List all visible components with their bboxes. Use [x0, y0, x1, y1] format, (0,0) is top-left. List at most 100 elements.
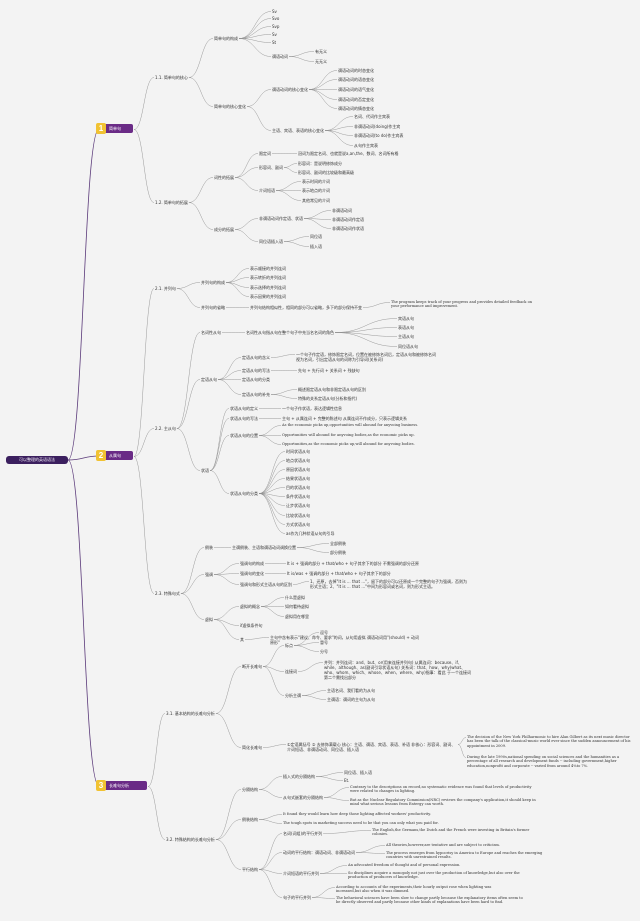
mind-map-node-zc4i[interactable]: 方式状语从句	[286, 521, 310, 527]
mind-map-node-zy2[interactable]: 非谓语动词(doing)作主宾	[354, 123, 401, 129]
mind-map-node-cf2b[interactable]: 插入语	[310, 243, 322, 249]
mind-map-node-cf1b[interactable]: 非谓语动词作定语	[332, 216, 364, 222]
mind-map-node-jb1c[interactable]: 分析主谓	[285, 692, 301, 698]
mind-map-node-zc3c[interactable]: Opportunities,as the economic picks up,w…	[282, 441, 415, 446]
mind-map-node-dy[interactable]: 词性的拓展	[214, 174, 234, 180]
mind-map-node-wyb[interactable]: 谓语动词的核心变化	[272, 86, 308, 92]
mind-map-node-zc4e[interactable]: 目的状语从句	[286, 484, 310, 490]
l1-node-long[interactable]: 3 长难句分析	[96, 780, 147, 791]
mind-map-node-mc1[interactable]: 宾语从句	[398, 315, 414, 321]
mind-map-node-dc1[interactable]: 定语从句的含义	[242, 354, 270, 360]
mind-map-node-tsc3[interactable]: 其	[240, 636, 244, 642]
mind-map-node-fg[interactable]: 分隔结构	[242, 786, 258, 792]
mind-map-node-fg1b[interactable]: Et.	[344, 777, 350, 783]
mind-map-node-bl1c[interactable]: 表示选择的并列连词	[250, 284, 286, 290]
mind-map-node-dc2d[interactable]: 先句 + 先行词 + 关系词 + 残缺句	[298, 367, 360, 373]
mind-map-node-s1-1a[interactable]: 简单句的构成	[214, 35, 238, 41]
mind-map-node-st[interactable]: St	[272, 39, 277, 45]
mind-map-node-s2-1[interactable]: 2.1. 并列句	[155, 285, 176, 291]
mind-map-node-fg1a[interactable]: 同位语、插入语	[344, 769, 372, 775]
mind-map-node-pl3a[interactable]: An advocated freedom of thought and of p…	[348, 862, 461, 867]
mind-map-node-pl4[interactable]: 句子的平行并列	[283, 894, 311, 900]
mind-map-node-s2-2[interactable]: 2.2. 主从句	[155, 425, 176, 431]
mind-map-node-zc4[interactable]: 状语从句的分类	[230, 490, 258, 496]
mind-map-node-s1-1[interactable]: 1.1. 简单句的核心	[155, 74, 188, 80]
mind-map-node-b5[interactable]: 谓语动词的情态变化	[338, 105, 374, 111]
mind-map-node-cf[interactable]: 成分的拓展	[214, 226, 234, 232]
mind-map-node-s2-3[interactable]: 2.3. 特殊句式	[155, 590, 180, 596]
mind-map-node-wxs[interactable]: 无无义	[315, 58, 327, 64]
mind-map-node-svp[interactable]: Svp	[272, 23, 280, 29]
mind-map-node-mc2[interactable]: 表语从句	[398, 324, 414, 330]
mind-map-node-pl2a[interactable]: All theories,however,are tentative and a…	[386, 842, 500, 847]
mind-map-node-jb2e[interactable]: The decision of the New York Philharmoni…	[467, 734, 631, 748]
mind-map-node-tsb3[interactable]: 强调句和形式主语从句的区别	[240, 581, 292, 587]
mind-map-node-zy3[interactable]: 非谓语动词(to do)作主宾表	[354, 132, 404, 138]
mind-map-node-zc[interactable]: 状语	[201, 467, 209, 473]
mind-map-node-jb2f[interactable]: During the late 1990s,national spending …	[467, 754, 620, 768]
mind-map-node-tsa1b[interactable]: 部分倒装	[330, 549, 346, 555]
mind-map-node-dy2b[interactable]: 形容词、副词的比较级和最高级	[298, 169, 354, 175]
mind-map-node-zc1d[interactable]: 一个句子作状语，表达逻辑性信息	[282, 405, 342, 411]
mind-map-node-zc3a[interactable]: As the economic picks up,opportunities w…	[282, 422, 419, 427]
mind-map-node-s3-2[interactable]: 3.2. 特殊结构的长难句分析	[166, 836, 215, 842]
mind-map-node-zc4d[interactable]: 结果状语从句	[286, 475, 310, 481]
mind-map-node-b4[interactable]: 谓语动词的否定变化	[338, 96, 374, 102]
mind-map-node-pl[interactable]: 平行结构	[242, 866, 258, 872]
mind-map-node-zy4[interactable]: 从句作主宾表	[354, 142, 378, 148]
mind-map-node-zc4c[interactable]: 原因状语从句	[286, 466, 310, 472]
mind-map-node-jb1b[interactable]: 连接词	[285, 668, 297, 674]
mind-map-node-tsb3d[interactable]: 1、还原，去掉"It is ... that ..."，留下的部分可以还原成一个…	[310, 578, 468, 589]
mind-map-node-tsa[interactable]: 倒装	[205, 544, 213, 550]
mind-map-node-dy2[interactable]: 形容词、副词	[259, 164, 283, 170]
mind-map-node-zc4j[interactable]: as作为几种状语从句的引导	[286, 530, 335, 536]
mind-map-node-fg2[interactable]: 从句式嵌套的分隔结构	[283, 794, 323, 800]
mind-map-node-zc2d[interactable]: 主句 + 从属连词 + 完整的陈述句 从属连词不作成分，只表示逻辑关系	[282, 415, 408, 421]
mind-map-node-mcd[interactable]: 名词性从句指从句在整个句子中充当名名词的角色	[246, 329, 334, 335]
mind-map-node-cf1c[interactable]: 非谓语动词作状语	[332, 225, 364, 231]
mind-map-node-jb1bd[interactable]: 并列：并列连词：and、but、or(用来连接并列句) 从属连词：because…	[324, 659, 471, 680]
mind-map-node-bl1a[interactable]: 表示顺接的并列连词	[250, 265, 286, 271]
mind-map-node-sv2[interactable]: Sv	[272, 31, 277, 37]
mind-map-node-jb2[interactable]: 简化长难句	[242, 744, 262, 750]
mind-map-node-bl2d[interactable]: 并列句结构相似性，相同的部分可以省略，多下的部分保持不变	[250, 304, 362, 310]
mind-map-node-b2[interactable]: 谓语动词的语态变化	[338, 76, 374, 82]
mind-map-node-zc4b[interactable]: 地点状语从句	[286, 457, 310, 463]
mind-map-node-zc4f[interactable]: 条件状语从句	[286, 493, 310, 499]
mind-map-node-dz[interactable]: 倒装结构	[242, 816, 258, 822]
mind-map-node-pl4b[interactable]: The behavioral sciences have been slow t…	[336, 895, 523, 905]
mind-map-node-jb1c2[interactable]: 主谓语：谓词的主句为从句	[327, 696, 375, 702]
mind-map-node-mc[interactable]: 名词性从句	[201, 329, 221, 335]
mind-map-node-fg1[interactable]: 插入式的分隔结构	[283, 773, 315, 779]
mind-map-node-bl2[interactable]: 并列句的省略	[201, 304, 225, 310]
mind-map-node-dc1d[interactable]: 一个句子作定语，修饰限定名词，位置在被修饰名词后，定语从句和被修饰名词视为名词，…	[296, 351, 436, 362]
mind-map-node-pl2b[interactable]: The process emerges from hypocrisy in Am…	[386, 850, 543, 860]
mind-map-node-zc2[interactable]: 状语从句的写法	[230, 415, 258, 421]
mind-map-node-jb1a1[interactable]: 逗号	[320, 629, 328, 635]
mind-map-node-bl2e[interactable]: The program keeps track of your progress…	[391, 299, 533, 309]
mind-map-node-tsc[interactable]: 虚拟	[205, 616, 213, 622]
mind-map-node-tsc1b[interactable]: 如何看待虚拟	[285, 603, 309, 609]
mind-map-node-yxs[interactable]: 有无义	[315, 48, 327, 54]
mind-map-node-dz1[interactable]: It found they would learn how deep those…	[283, 811, 431, 816]
mind-map-node-zc4g[interactable]: 让步状语从句	[286, 502, 310, 508]
mind-map-node-zc4a[interactable]: 时间状语从句	[286, 448, 310, 454]
mind-map-node-dy1[interactable]: 限定词	[259, 150, 271, 156]
mind-map-node-s3-1[interactable]: 3.1. 基本结构的长难句分析	[166, 710, 215, 716]
mind-map-node-dy3a[interactable]: 表示时间的介词	[302, 178, 330, 184]
mind-map-node-zc4h[interactable]: 比较状语从句	[286, 512, 310, 518]
mind-map-node-tsb2[interactable]: 强调句的变化	[240, 570, 264, 576]
mind-map-node-dz2[interactable]: The tough spots in marketing success nee…	[283, 820, 439, 825]
mind-map-node-bl1[interactable]: 并列句的构成	[201, 279, 225, 285]
mind-map-node-b3[interactable]: 谓语动词的语气变化	[338, 86, 374, 92]
mind-map-node-cf2a[interactable]: 同位语	[310, 233, 322, 239]
mind-map-node-pl4a[interactable]: According to accounts of the experiments…	[336, 884, 492, 894]
mind-map-node-dc4b[interactable]: 特殊的关系定语从句(分析和指代)	[298, 395, 358, 401]
mind-map-node-tsc3d[interactable]: 主句中含有表示"建议、命令、要求"的词，从句用虚拟 谓语动词用"(should)…	[270, 634, 420, 645]
mind-map-node-jb1c1[interactable]: 主语名词、我们看的为从句	[327, 687, 375, 693]
mind-map-node-dy3[interactable]: 介词短语	[259, 187, 275, 193]
root-node[interactable]: 可以整理的英语语法	[6, 456, 68, 464]
mind-map-node-fg2a[interactable]: Contrary to the descriptions on record,n…	[350, 784, 532, 794]
mind-map-node-jb1a[interactable]: 标点	[285, 642, 293, 648]
mind-map-node-svo[interactable]: Svo	[272, 15, 280, 21]
